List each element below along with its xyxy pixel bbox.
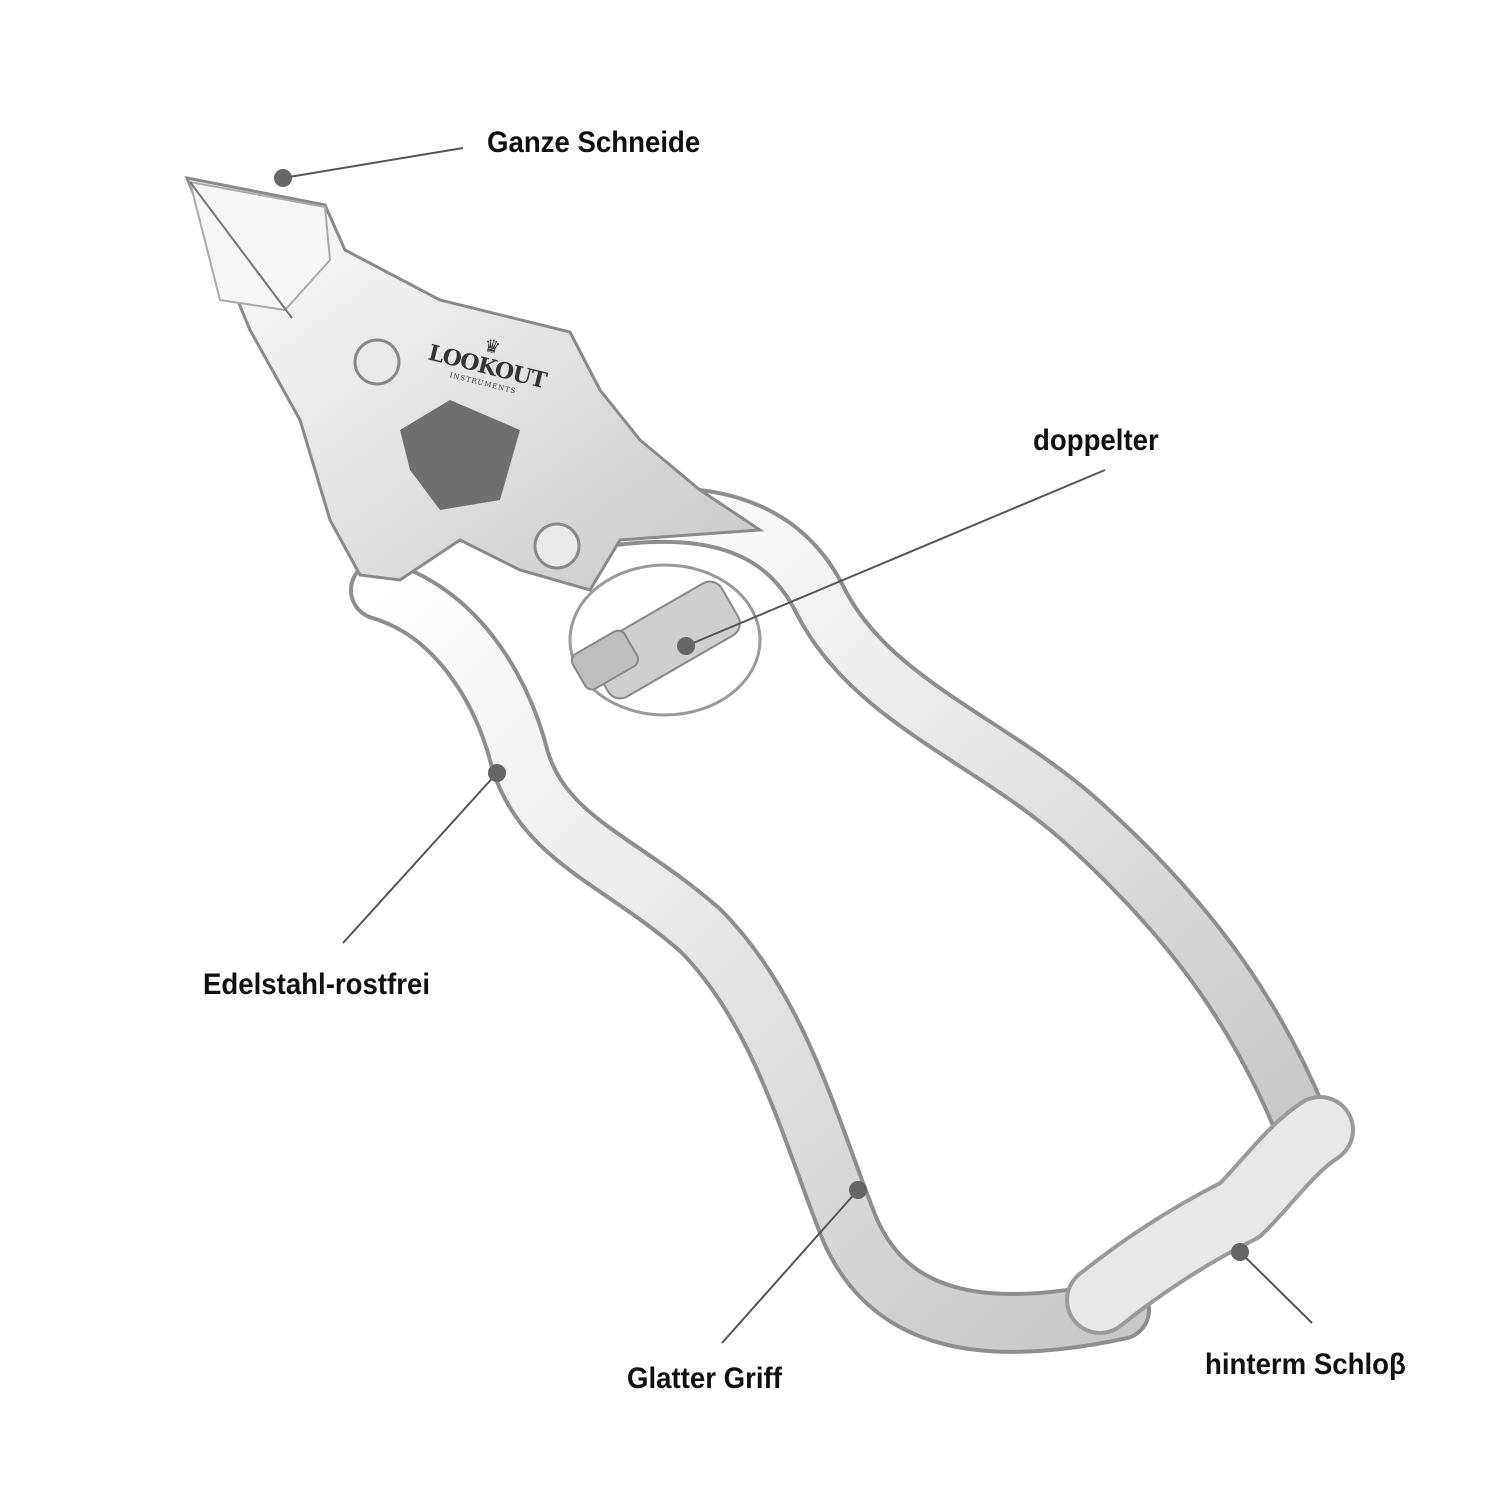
label-spring: doppelter	[1033, 424, 1159, 457]
label-lock: hinterm Schloβ	[1205, 1348, 1406, 1381]
plier-head	[184, 175, 765, 592]
callout-lines	[274, 147, 1313, 1344]
handles	[349, 485, 1355, 1354]
label-handle: Glatter Griff	[627, 1362, 782, 1395]
label-blade: Ganze Schneide	[487, 126, 701, 159]
label-material: Edelstahl-rostfrei	[203, 968, 430, 1001]
double-spring	[568, 563, 762, 717]
